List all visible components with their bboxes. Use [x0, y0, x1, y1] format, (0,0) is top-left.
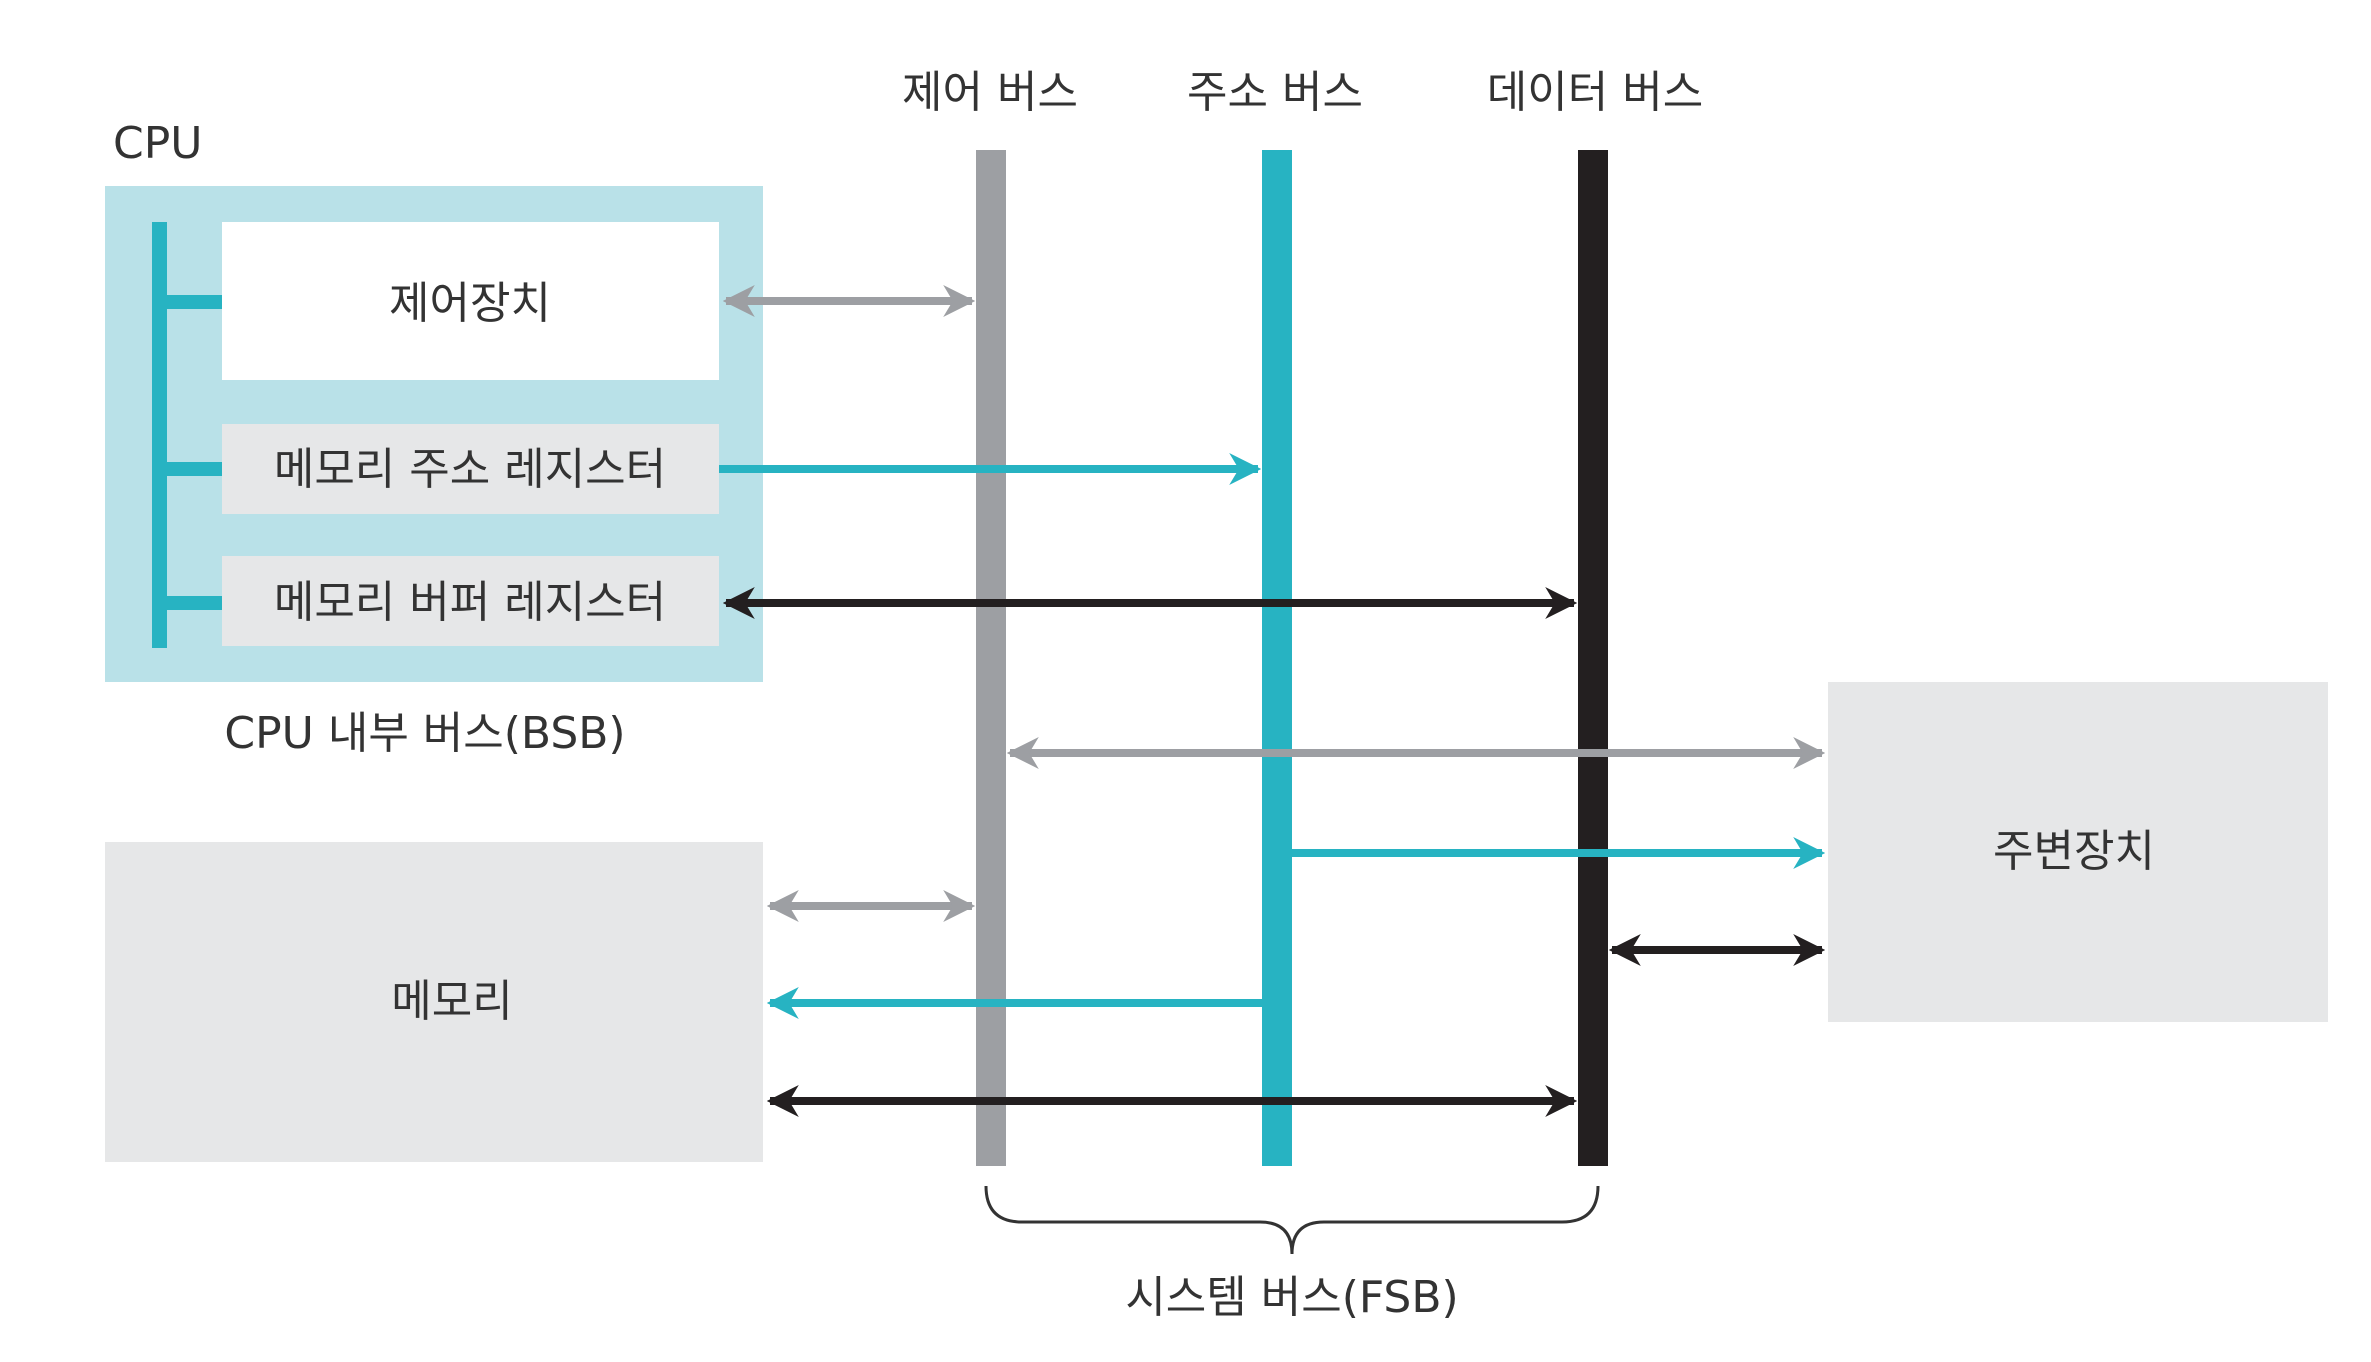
cpu-internal-bus-tap-mar [152, 462, 222, 476]
data-bus-line [1578, 150, 1608, 1166]
control-bus-label: 제어 버스 [902, 67, 1078, 118]
control-bus-line [976, 150, 1006, 1166]
cpu-label: CPU [113, 118, 202, 169]
memory-box [105, 842, 763, 1162]
system-bus-brace [984, 1185, 1600, 1255]
mar-label: 메모리 주소 레지스터 [274, 444, 666, 495]
mbr-label: 메모리 버퍼 레지스터 [274, 577, 666, 628]
peripheral-box [1828, 682, 2328, 1022]
control-unit-box [222, 222, 719, 380]
address-bus-label: 주소 버스 [1187, 67, 1363, 118]
mbr-box [222, 556, 719, 646]
control-unit-label: 제어장치 [389, 278, 551, 329]
cpu-internal-bus-tap-mbr [152, 596, 222, 610]
data-bus-label: 데이터 버스 [1487, 67, 1703, 118]
cpu-internal-bus-line [152, 222, 167, 648]
address-bus-line [1262, 150, 1292, 1166]
system-bus-label: 시스템 버스(FSB) [1125, 1272, 1458, 1323]
peripheral-label: 주변장치 [1993, 826, 2155, 877]
cpu-internal-bus-tap-control [152, 295, 222, 309]
memory-label: 메모리 [391, 976, 512, 1027]
cpu-internal-bus-label: CPU 내부 버스(BSB) [224, 708, 625, 759]
mar-box [222, 424, 719, 514]
